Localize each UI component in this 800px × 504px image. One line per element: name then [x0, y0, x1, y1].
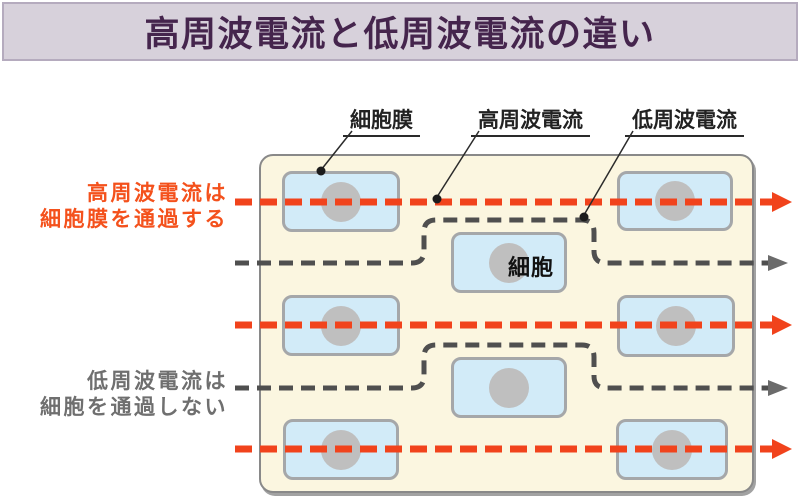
arrowhead-icon: [772, 315, 792, 335]
note-high-frequency: 高周波電流は 細胞膜を通過する: [20, 181, 228, 233]
callout-low-freq-current: 低周波電流: [625, 104, 744, 137]
nucleus: [489, 367, 529, 408]
cell-bottom-right: [616, 419, 728, 480]
cell-bottom-center: [451, 357, 567, 418]
arrowhead-icon: [772, 192, 792, 212]
nucleus: [655, 181, 695, 221]
arrowhead-icon: [768, 380, 788, 396]
cell-bottom-left: [283, 419, 399, 480]
note-high-line2: 細胞膜を通過する: [40, 208, 228, 231]
page-title: 高周波電流と低周波電流の違い: [144, 15, 656, 54]
callout-cell-membrane: 細胞膜: [343, 104, 420, 137]
callout-high-freq-current: 高周波電流: [471, 104, 590, 137]
arrowhead-icon: [772, 439, 792, 459]
title-banner: 高周波電流と低周波電流の違い: [2, 2, 798, 61]
cell-mid-right: [617, 295, 735, 357]
nucleus: [321, 181, 361, 222]
nucleus: [321, 305, 361, 346]
nucleus: [656, 306, 696, 346]
cell-top-right: [617, 171, 733, 231]
cell-mid-left: [282, 295, 400, 356]
cell-label: 細胞: [508, 255, 555, 280]
arrowhead-icon: [768, 255, 788, 271]
note-low-line2: 細胞を通過しない: [40, 396, 228, 419]
nucleus: [652, 429, 692, 470]
cell-top-left: [282, 171, 400, 232]
nucleus: [321, 429, 361, 470]
note-low-line1: 低周波電流は: [87, 370, 228, 393]
note-high-line1: 高周波電流は: [87, 182, 228, 205]
note-low-frequency: 低周波電流は 細胞を通過しない: [20, 369, 228, 421]
